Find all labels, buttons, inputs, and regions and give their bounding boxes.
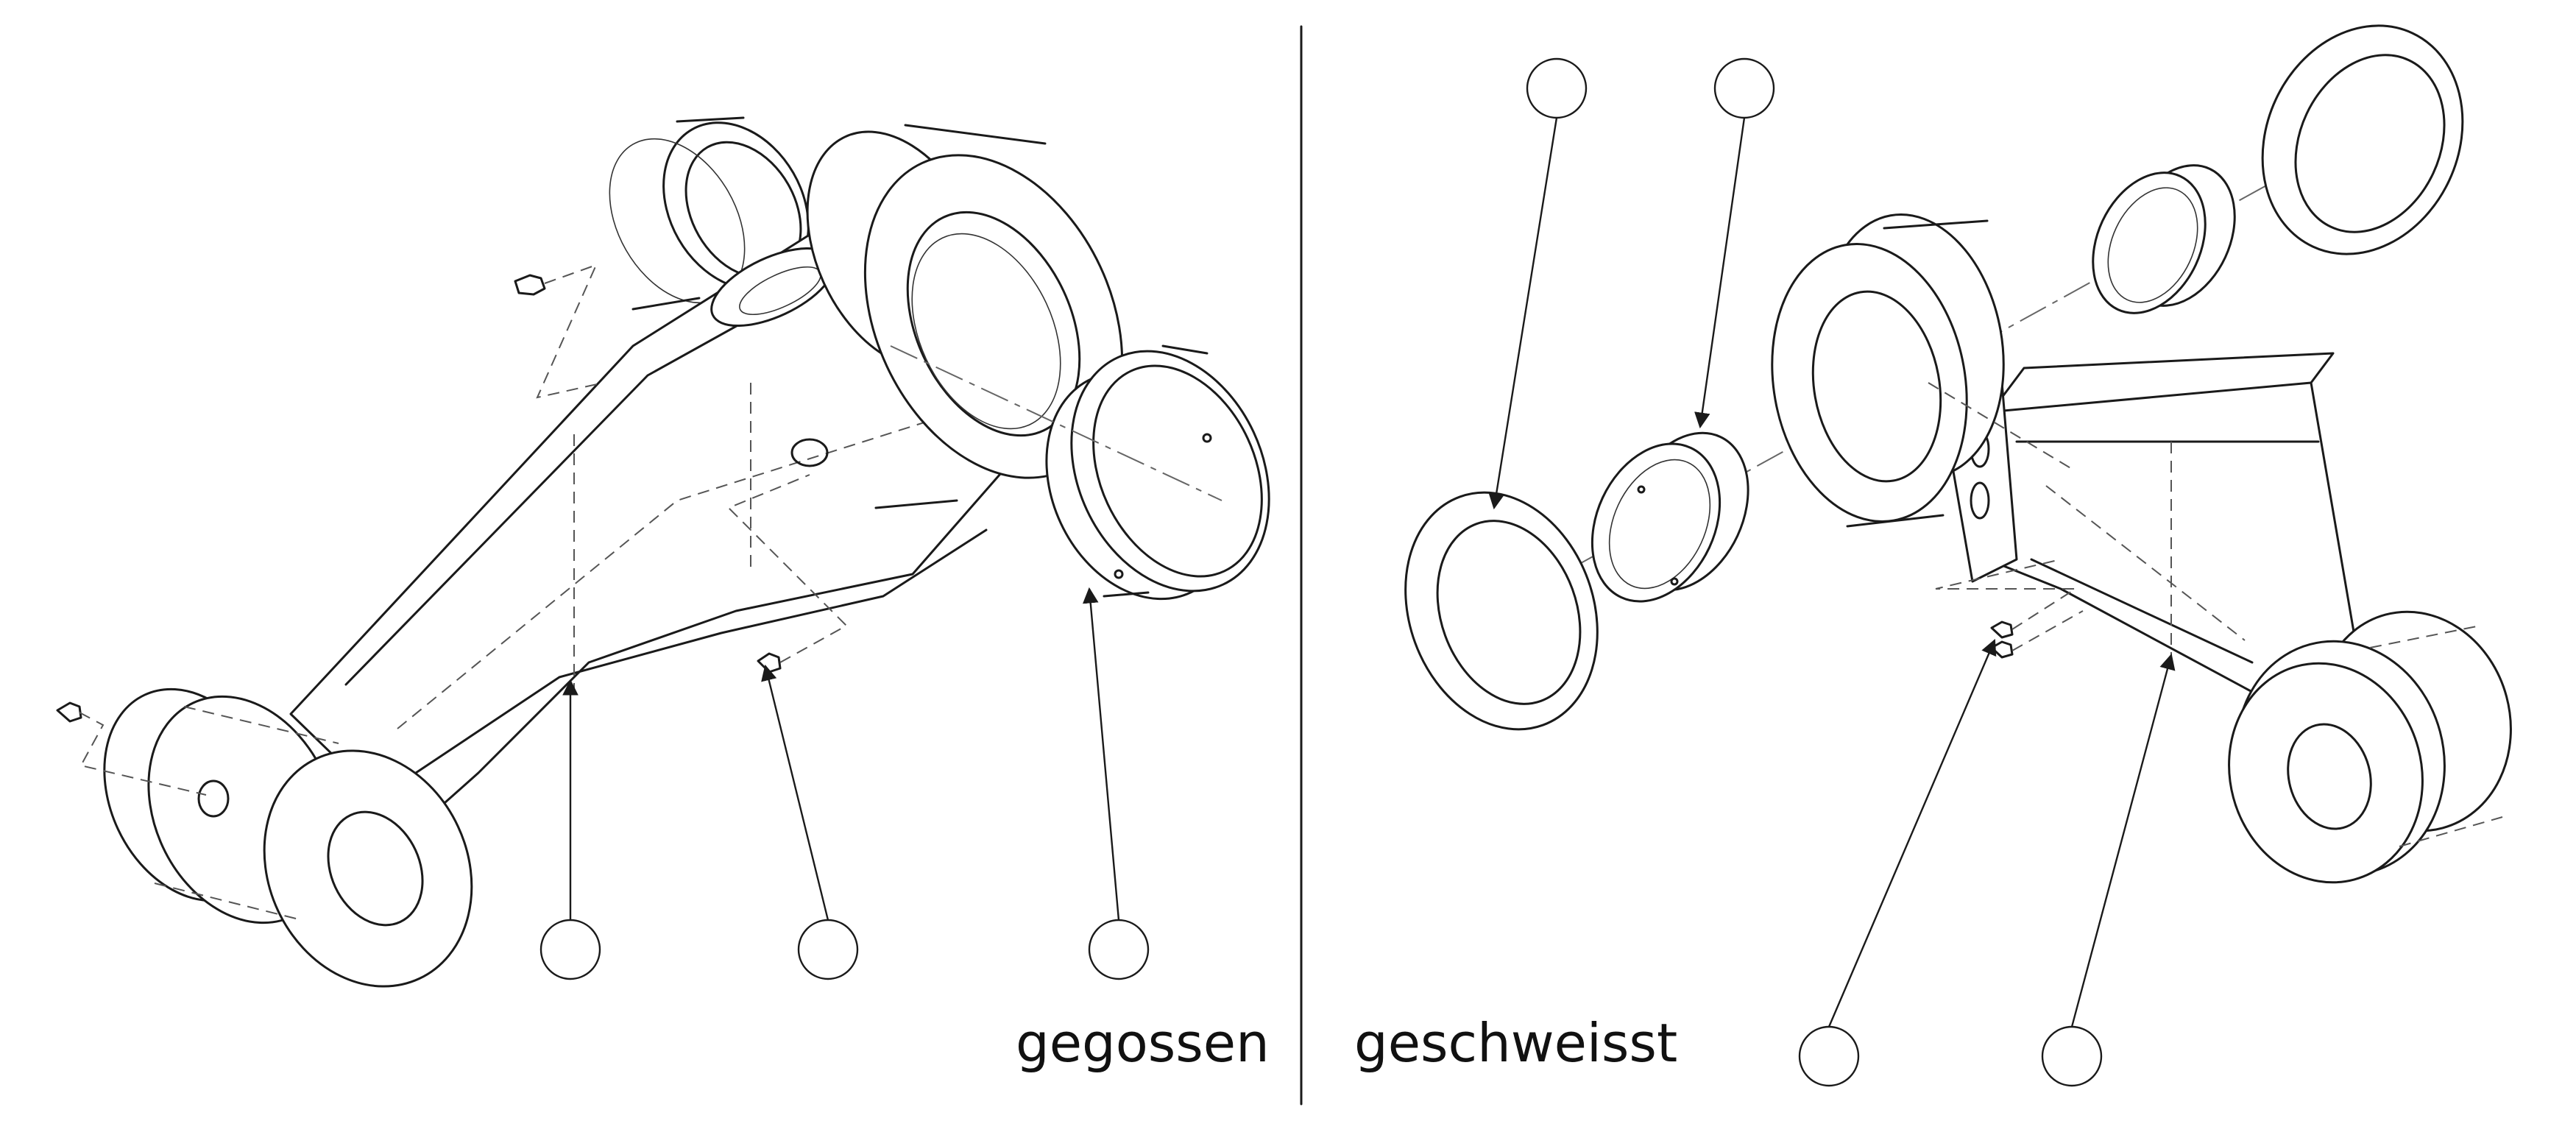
item-balloon-7 [2041, 1025, 2103, 1087]
welded-arm-body [1942, 352, 2357, 693]
cast-fork-ring [806, 124, 1124, 509]
near-bushing [1590, 431, 1749, 603]
far-thrust-washer [2261, 24, 2464, 255]
leader-lines-cast [562, 587, 1120, 921]
item-balloon-5 [1713, 57, 1775, 119]
item-balloon-6 [1798, 1025, 1860, 1087]
item-balloon-3 [1088, 919, 1150, 980]
cast-view [56, 116, 1270, 988]
cast-front-bushing [890, 344, 1270, 601]
cast-rear-eye [103, 687, 473, 988]
welded-view [1404, 24, 2512, 1087]
welded-grease-nipples [1935, 559, 2084, 659]
item-balloon-2 [797, 919, 859, 980]
item-balloon-4 [1526, 57, 1588, 119]
far-bushing [2092, 164, 2236, 314]
leader-lines-welded [1488, 117, 2176, 1028]
view-label-cast: gegossen [1016, 1012, 1270, 1074]
item-balloon-1 [539, 919, 601, 980]
grease-nipple-left [56, 701, 207, 796]
near-thrust-washer [1404, 491, 1599, 731]
welded-fork [1771, 213, 2076, 528]
grease-nipple-top [514, 264, 604, 399]
welded-rear-eye [2228, 610, 2512, 884]
view-label-welded: geschweisst [1354, 1012, 1678, 1074]
